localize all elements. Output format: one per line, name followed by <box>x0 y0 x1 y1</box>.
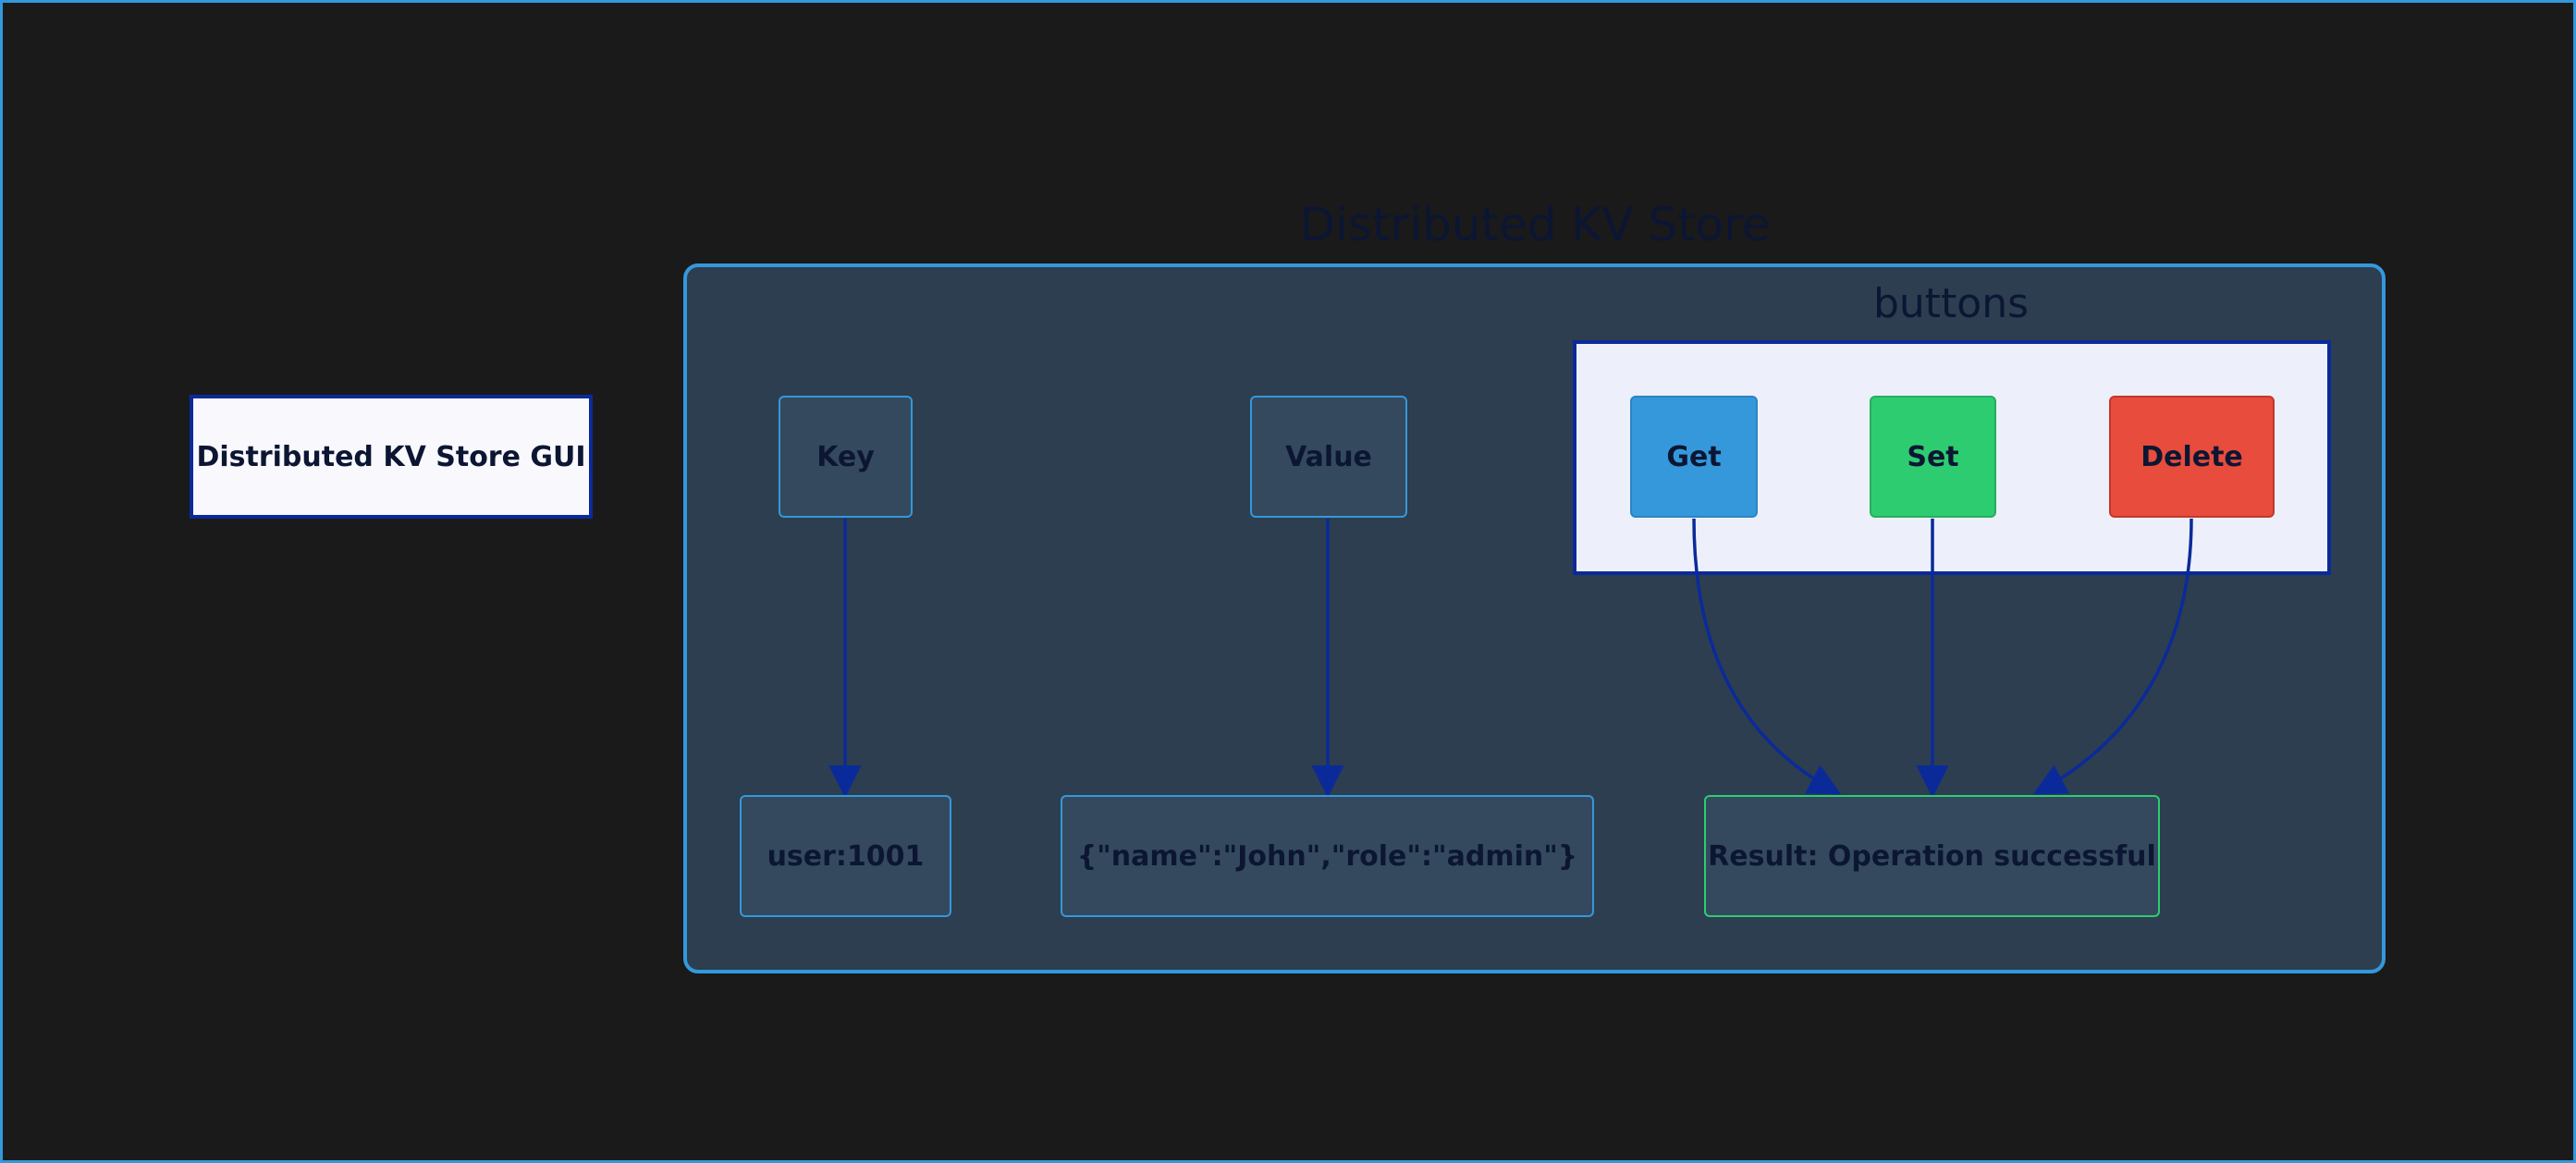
get-button-label: Get <box>1666 440 1722 473</box>
result-display: Result: Operation successful <box>1704 795 2160 917</box>
result-text: Result: Operation successful <box>1708 839 2156 873</box>
edge-get-to-result <box>1692 518 1842 795</box>
key-input-value: user:1001 <box>767 839 925 873</box>
set-button-label: Set <box>1907 440 1959 473</box>
set-button[interactable]: Set <box>1870 396 1996 518</box>
value-node: Value <box>1250 396 1407 518</box>
gui-node-label: Distributed KV Store GUI <box>196 440 586 473</box>
key-node-label: Key <box>816 440 875 473</box>
key-node: Key <box>779 396 913 518</box>
value-input-field[interactable]: {"name":"John","role":"admin"} <box>1061 795 1594 917</box>
delete-button-label: Delete <box>2141 440 2243 473</box>
gui-node: Distributed KV Store GUI <box>190 395 593 519</box>
buttons-cluster-title: buttons <box>1872 279 2030 327</box>
edge-delete-to-result <box>2032 518 2193 795</box>
get-button[interactable]: Get <box>1630 396 1758 518</box>
key-input-field[interactable]: user:1001 <box>740 795 951 917</box>
store-cluster-title: Distributed KV Store <box>1299 198 1771 251</box>
value-node-label: Value <box>1285 440 1372 473</box>
delete-button[interactable]: Delete <box>2109 396 2275 518</box>
value-input-value: {"name":"John","role":"admin"} <box>1076 839 1578 873</box>
